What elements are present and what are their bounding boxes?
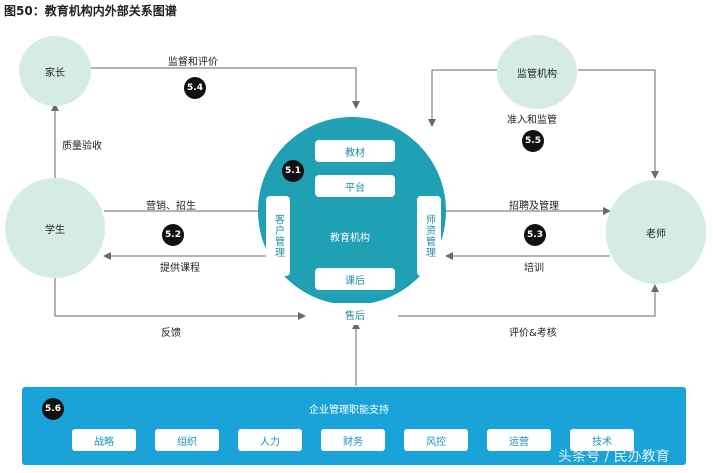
label-provide-courses: 提供课程 xyxy=(160,263,200,274)
badge-5-2: 5.2 xyxy=(162,224,184,246)
node-parent: 家长 xyxy=(19,36,91,106)
badge-5-6: 5.6 xyxy=(42,398,64,420)
label-monitor-eval: 监督和评价 xyxy=(168,57,218,68)
support-item-hr: 人力 xyxy=(238,429,302,451)
label-recruit-manage: 招聘及管理 xyxy=(509,201,559,212)
box-after-class: 课后 xyxy=(315,268,395,290)
node-teacher: 老师 xyxy=(606,180,706,284)
label-eval-assess: 评价&考核 xyxy=(509,328,557,339)
box-after-sales: 售后 xyxy=(315,303,395,325)
badge-5-1: 5.1 xyxy=(282,160,304,182)
node-regulator-label: 监管机构 xyxy=(517,68,557,80)
node-institution-label: 教育机构 xyxy=(330,233,370,244)
support-item-risk: 风控 xyxy=(404,429,468,451)
arrow-regulator-to-institution xyxy=(428,69,497,127)
badge-5-5: 5.5 xyxy=(522,130,544,152)
badge-5-3: 5.3 xyxy=(524,224,546,246)
label-feedback: 反馈 xyxy=(161,328,181,339)
support-item-finance: 财务 xyxy=(321,429,385,451)
node-student: 学生 xyxy=(5,178,105,278)
arrow-student-feedback xyxy=(54,278,306,320)
box-materials: 教材 xyxy=(315,140,395,162)
support-item-operations: 运营 xyxy=(487,429,551,451)
label-marketing-enroll: 营销、招生 xyxy=(146,201,196,212)
box-platform: 平台 xyxy=(315,175,395,197)
box-teacher-mgmt: 师资管理 xyxy=(417,196,441,276)
node-parent-label: 家长 xyxy=(45,67,65,79)
box-customer-mgmt: 客户管理 xyxy=(266,196,290,276)
label-training: 培训 xyxy=(524,263,544,274)
arrow-aftersales-to-teacher xyxy=(398,284,659,317)
diagram-title: 图50：教育机构内外部关系图谱 xyxy=(4,4,177,18)
node-student-label: 学生 xyxy=(45,224,65,236)
support-item-strategy: 战略 xyxy=(72,429,136,451)
support-item-organization: 组织 xyxy=(155,429,219,451)
label-quality-check: 质量验收 xyxy=(62,141,102,152)
node-teacher-label: 老师 xyxy=(646,228,666,240)
support-panel-title: 企业管理职能支持 xyxy=(309,405,389,416)
node-regulator: 监管机构 xyxy=(497,35,577,109)
support-panel xyxy=(22,387,686,465)
badge-5-4: 5.4 xyxy=(184,77,206,99)
arrow-parent-to-institution xyxy=(90,67,360,109)
label-access-supervise: 准入和监管 xyxy=(507,115,557,126)
support-item-technology: 技术 xyxy=(570,429,634,451)
arrow-regulator-to-teacher xyxy=(578,69,659,179)
watermark: 头条号 / 民办教育 xyxy=(558,449,670,465)
